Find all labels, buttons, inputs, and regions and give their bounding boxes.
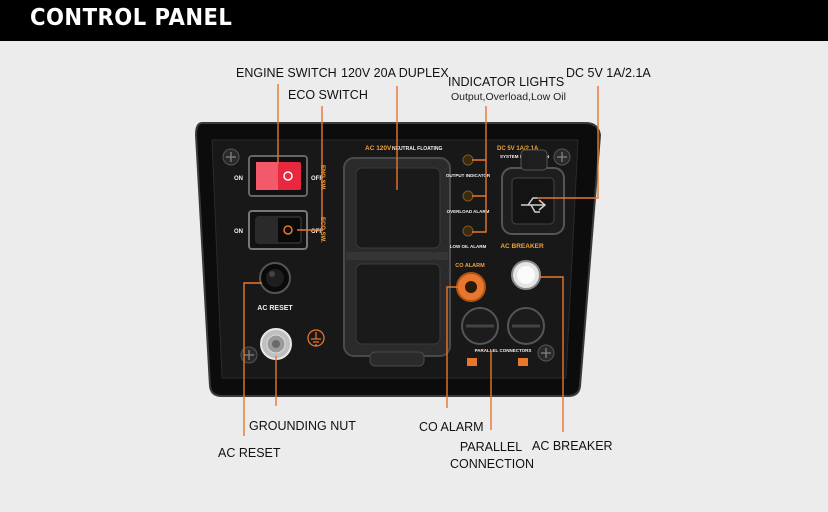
- co-alarm-panel-label: CO ALARM: [455, 263, 485, 269]
- parallel-connector-left[interactable]: [461, 307, 499, 345]
- ac-breaker-panel-label: AC BREAKER: [500, 243, 544, 250]
- low-oil-alarm-light: [462, 225, 474, 237]
- neutral-floating-label: NEUTRAL FLOATING: [392, 146, 442, 152]
- engine-switch[interactable]: [248, 155, 308, 197]
- callout-ac-reset: AC RESET: [218, 446, 281, 460]
- callout-parallel-line2: CONNECTION: [450, 457, 535, 471]
- callout-engine-switch: ENGINE SWITCH: [236, 66, 337, 80]
- leader-co-alarm: [446, 286, 462, 408]
- engine-switch-off-label: OFF: [311, 176, 323, 182]
- low-oil-alarm-label: LOW OIL ALARM: [450, 244, 487, 249]
- callout-parallel-connection: PARALLEL CONNECTION: [450, 440, 535, 471]
- callout-dc-usb: DC 5V 1A/2.1A: [566, 66, 651, 80]
- page-title: CONTROL PANEL: [30, 5, 233, 31]
- output-indicator-label: OUTPUT INDICATOR: [446, 173, 491, 178]
- header-bar: CONTROL PANEL: [0, 0, 828, 41]
- parallel-connector-right[interactable]: [507, 307, 545, 345]
- callout-indicator-lights-sub: Output,Overload,Low Oil: [451, 91, 566, 103]
- ac-120v-label: AC 120V: [365, 145, 392, 152]
- callout-indicator-lights: INDICATOR LIGHTS: [448, 75, 565, 89]
- leader-ac-reset: [243, 282, 262, 436]
- eco-switch-off-label: OFF: [311, 229, 323, 235]
- screw-icon: [553, 148, 571, 166]
- engine-switch-on-label: ON: [234, 176, 243, 182]
- ac-reset-button[interactable]: [259, 262, 291, 294]
- dc-5v-panel-label: DC 5V 1A/2.1A: [497, 146, 539, 152]
- callout-ac-breaker: AC BREAKER: [532, 439, 613, 453]
- callout-co-alarm: CO ALARM: [419, 420, 484, 434]
- ground-symbol-icon: [307, 329, 325, 347]
- ac-reset-panel-label: AC RESET: [257, 305, 293, 312]
- usb-icon: [521, 197, 547, 213]
- screw-icon: [537, 344, 555, 362]
- leader-eco-switch: [297, 106, 323, 231]
- output-indicator-light: [462, 154, 474, 166]
- leader-indicator-lights: [472, 106, 487, 233]
- usb-port-cover[interactable]: [501, 149, 565, 235]
- callout-parallel-line1: PARALLEL: [459, 440, 523, 454]
- eco-switch-on-label: ON: [234, 229, 243, 235]
- leader-ac-breaker: [540, 276, 564, 432]
- screw-icon: [240, 346, 258, 364]
- callout-duplex: 120V 20A DUPLEX: [341, 66, 449, 80]
- ac-breaker-button[interactable]: [511, 260, 541, 290]
- eco-switch[interactable]: [248, 210, 308, 250]
- plug-icon: [467, 358, 528, 366]
- callout-grounding-nut: GROUNDING NUT: [249, 419, 356, 433]
- overload-alarm-light: [462, 190, 474, 202]
- screw-icon: [222, 148, 240, 166]
- callout-leader-lines: [243, 84, 599, 436]
- leader-dc-usb: [537, 86, 599, 199]
- callout-eco-switch: ECO SWITCH: [288, 88, 368, 102]
- overload-alarm-label: OVERLOAD ALARM: [447, 209, 490, 214]
- grounding-nut[interactable]: [260, 328, 292, 360]
- parallel-connectors-label: PARALLEL CONNECTORS: [475, 348, 532, 353]
